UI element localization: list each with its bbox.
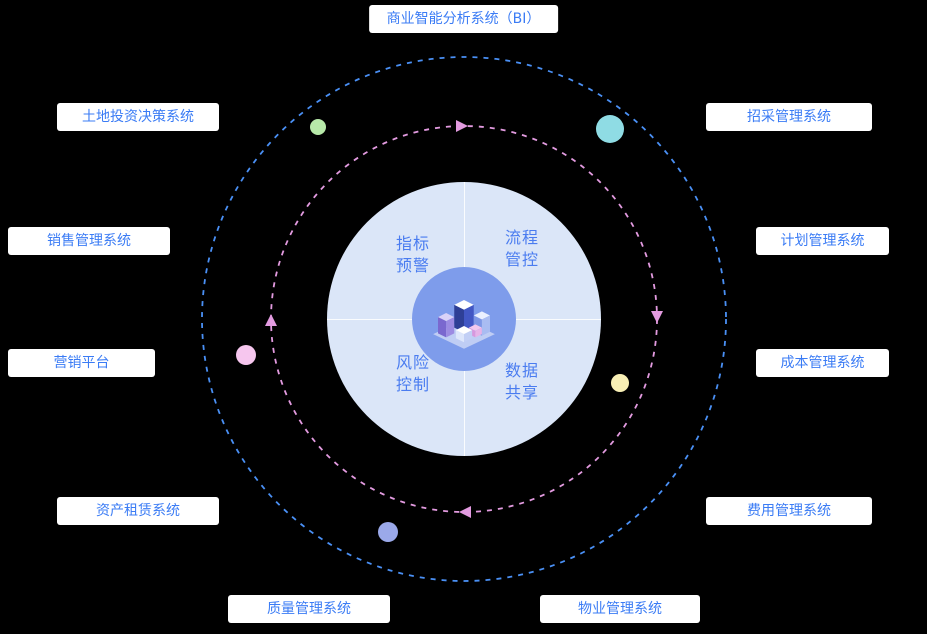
yellow-dot: [611, 374, 629, 392]
diagram-title: 商业智能分析系统（BI）: [368, 5, 559, 33]
node-cost-management-system: 成本管理系统: [756, 349, 889, 377]
periwinkle-dot: [378, 522, 398, 542]
node-marketing-platform: 营销平台: [8, 349, 155, 377]
quadrant-label-risk-control: 风险 控制: [369, 352, 457, 396]
quadrant-label-data-sharing: 数据 共享: [478, 360, 566, 404]
orbit-arrow-top-icon: [456, 120, 468, 132]
node-asset-leasing-system: 资产租赁系统: [57, 497, 219, 525]
pink-dot: [236, 345, 256, 365]
orbit-arrow-left-icon: [265, 314, 277, 326]
quadrant-text-line: 共享: [504, 383, 539, 402]
node-land-investment-decision-system: 土地投资决策系统: [57, 103, 219, 131]
isometric-city-icon: [433, 299, 495, 349]
node-sales-management-system: 销售管理系统: [8, 227, 170, 255]
quadrant-text-line: 数据: [504, 361, 539, 380]
quadrant-label-indicator-warning: 指标 预警: [369, 233, 457, 277]
quadrant-label-process-control: 流程 管控: [478, 227, 566, 271]
quadrant-text-line: 流程: [504, 228, 539, 247]
node-procurement-management-system: 招采管理系统: [706, 103, 872, 131]
node-quality-management-system: 质量管理系统: [228, 595, 390, 623]
green-dot: [310, 119, 326, 135]
quadrant-text-line: 管控: [504, 250, 539, 269]
outer-orbit-circle: [201, 56, 727, 582]
orbit-arrow-bottom-icon: [459, 506, 471, 518]
node-plan-management-system: 计划管理系统: [756, 227, 889, 255]
quadrant-text-line: 指标: [395, 234, 430, 253]
orbit-arrow-right-icon: [651, 311, 663, 323]
quadrant-text-line: 控制: [395, 375, 430, 394]
cyan-dot: [596, 115, 624, 143]
quadrant-text-line: 风险: [395, 353, 430, 372]
node-expense-management-system: 费用管理系统: [706, 497, 872, 525]
quadrant-text-line: 预警: [395, 256, 430, 275]
hub-circle: [412, 267, 516, 371]
node-property-management-system: 物业管理系统: [540, 595, 700, 623]
